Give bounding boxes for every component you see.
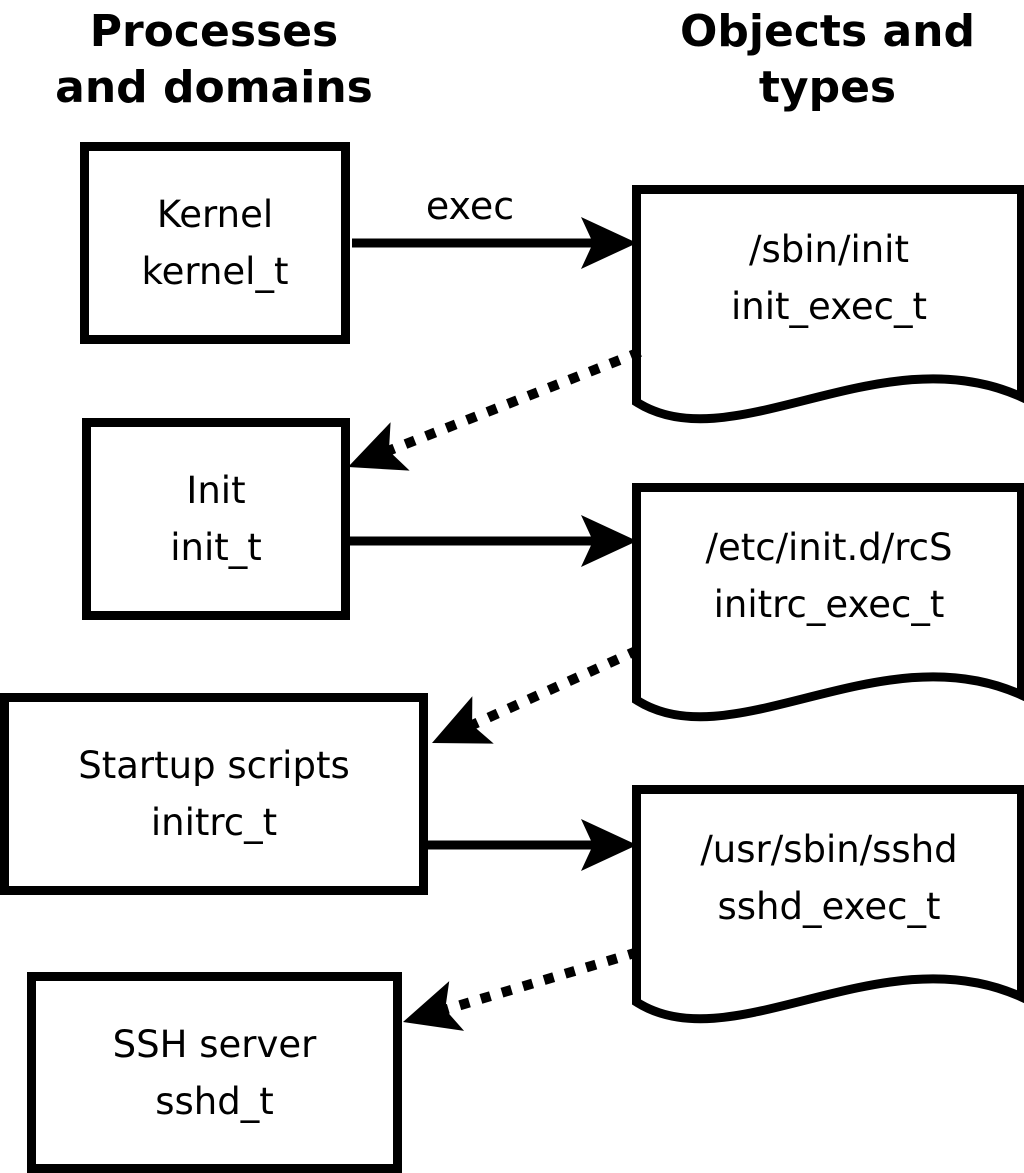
object-path: /usr/sbin/sshd	[700, 828, 958, 871]
process-name: Init	[186, 469, 246, 512]
object-path: /sbin/init	[749, 228, 909, 271]
process-name: Startup scripts	[78, 744, 350, 787]
process-box-init: Init init_t	[82, 418, 350, 620]
process-name: SSH server	[112, 1022, 317, 1066]
arrowhead-icon	[581, 819, 637, 871]
process-box-startup-scripts: Startup scripts initrc_t	[0, 693, 428, 895]
object-doc-etc-initd-rcs: /etc/init.d/rcS initrc_exec_t	[632, 483, 1024, 735]
process-domain-type: init_t	[170, 526, 262, 569]
document-shape	[632, 185, 1024, 424]
process-domain-type: initrc_t	[150, 801, 278, 844]
domain-transition-arrow-usr-sbin-sshd-to-sshd	[403, 947, 640, 1031]
object-path: /etc/init.d/rcS	[705, 526, 953, 569]
domain-transition-arrow-etc-initd-rcs-to-startup	[432, 645, 641, 744]
arrowhead-icon	[432, 696, 494, 744]
arrowhead-icon	[403, 981, 465, 1031]
object-file-type: init_exec_t	[730, 285, 927, 328]
document-shape	[632, 785, 1024, 1024]
column-header-processes-and-domains: Processes and domains	[18, 4, 410, 116]
domain-transition-arrow-sbin-init-to-init	[348, 347, 642, 471]
process-box-ssh-server: SSH server sshd_t	[27, 972, 402, 1173]
object-doc-sbin-init: /sbin/init init_exec_t	[632, 185, 1024, 437]
column-header-objects-and-types: Objects and types	[635, 4, 1020, 116]
object-file-type: sshd_exec_t	[717, 885, 941, 928]
header-line: types	[758, 62, 897, 113]
document-shape	[632, 483, 1024, 722]
object-file-type: initrc_exec_t	[713, 583, 945, 626]
exec-arrow-startup-to-usr-sbin-sshd	[426, 819, 637, 871]
exec-arrow-init-to-etc-initd-rcs	[348, 515, 637, 567]
header-line: and domains	[55, 62, 373, 113]
exec-arrow-label: exec	[425, 184, 515, 228]
arrowhead-icon	[581, 217, 637, 269]
process-name: Kernel	[156, 193, 274, 236]
arrowhead-icon	[581, 515, 637, 567]
process-domain-type: kernel_t	[141, 250, 289, 293]
header-line: Objects and	[680, 6, 975, 57]
process-box-kernel: Kernel kernel_t	[80, 142, 350, 344]
object-doc-usr-sbin-sshd: /usr/sbin/sshd sshd_exec_t	[632, 785, 1024, 1037]
process-domain-type: sshd_t	[155, 1079, 274, 1123]
header-line: Processes	[89, 6, 339, 57]
